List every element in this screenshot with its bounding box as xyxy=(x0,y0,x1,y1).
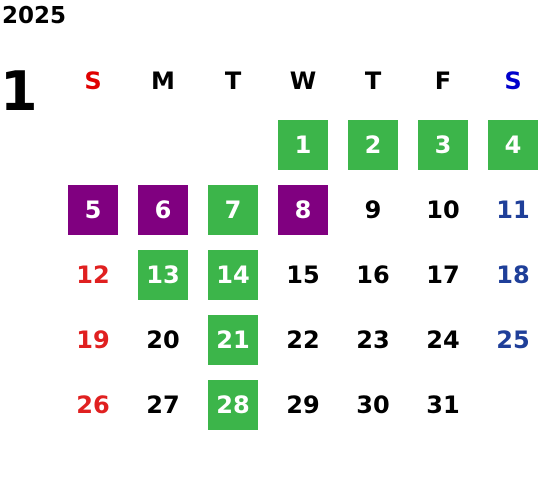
day-cell-12[interactable]: 12 xyxy=(76,261,110,289)
day-cell-1[interactable]: 1 xyxy=(278,120,328,170)
day-cell-10[interactable]: 10 xyxy=(426,196,460,224)
day-cell-5[interactable]: 5 xyxy=(68,185,118,235)
weekday-saturday: S xyxy=(504,67,522,95)
day-cell-31[interactable]: 31 xyxy=(426,391,460,419)
day-cell-23[interactable]: 23 xyxy=(356,326,390,354)
day-cell-4[interactable]: 4 xyxy=(488,120,538,170)
day-cell-29[interactable]: 29 xyxy=(286,391,320,419)
day-cell-16[interactable]: 16 xyxy=(356,261,390,289)
day-cell-18[interactable]: 18 xyxy=(496,261,530,289)
weekday-friday: F xyxy=(434,67,452,95)
day-cell-22[interactable]: 22 xyxy=(286,326,320,354)
day-cell-28[interactable]: 28 xyxy=(208,380,258,430)
weekday-sunday: S xyxy=(84,67,102,95)
weekday-thursday: T xyxy=(364,67,382,95)
weekday-monday: M xyxy=(151,67,175,95)
day-cell-30[interactable]: 30 xyxy=(356,391,390,419)
day-cell-9[interactable]: 9 xyxy=(364,196,382,224)
day-cell-19[interactable]: 19 xyxy=(76,326,110,354)
day-cell-25[interactable]: 25 xyxy=(496,326,530,354)
day-cell-3[interactable]: 3 xyxy=(418,120,468,170)
day-cell-6[interactable]: 6 xyxy=(138,185,188,235)
day-cell-7[interactable]: 7 xyxy=(208,185,258,235)
day-cell-27[interactable]: 27 xyxy=(146,391,180,419)
day-cell-8[interactable]: 8 xyxy=(278,185,328,235)
day-cell-13[interactable]: 13 xyxy=(138,250,188,300)
day-cell-21[interactable]: 21 xyxy=(208,315,258,365)
day-cell-17[interactable]: 17 xyxy=(426,261,460,289)
day-cell-15[interactable]: 15 xyxy=(286,261,320,289)
day-cell-2[interactable]: 2 xyxy=(348,120,398,170)
year-label: 2025 xyxy=(2,3,67,29)
weekday-wednesday: W xyxy=(289,67,317,95)
day-cell-20[interactable]: 20 xyxy=(146,326,180,354)
day-cell-26[interactable]: 26 xyxy=(76,391,110,419)
day-cell-14[interactable]: 14 xyxy=(208,250,258,300)
day-cell-24[interactable]: 24 xyxy=(426,326,460,354)
weekday-tuesday: T xyxy=(224,67,242,95)
month-label: 1 xyxy=(0,60,38,123)
day-cell-11[interactable]: 11 xyxy=(496,196,530,224)
